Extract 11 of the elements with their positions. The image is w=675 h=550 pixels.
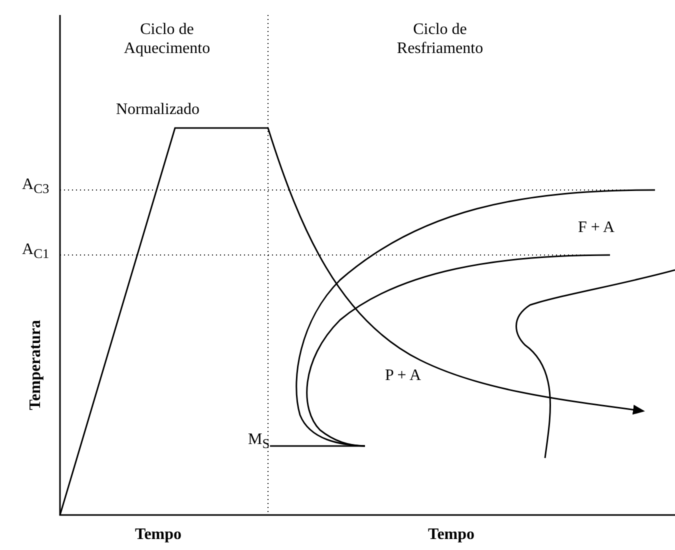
- temperature-label: M$_{S}$: [248, 430, 270, 454]
- phase-region-label: F + A: [578, 218, 615, 237]
- phase-region-label: P + A: [385, 366, 421, 385]
- temperature-label: A$_{C1}$: [22, 240, 50, 264]
- temperature-label: A$_{C3}$: [22, 175, 50, 198]
- axis-title: Tempo: [428, 525, 475, 544]
- axis-title: Tempo: [135, 525, 182, 544]
- curve-label: Normalizado: [116, 100, 200, 119]
- column-heading: Ciclo de Aquecimento: [122, 20, 212, 58]
- axis-title: Temperatura: [26, 320, 45, 410]
- column-heading: Ciclo de Resfriamento: [396, 20, 484, 58]
